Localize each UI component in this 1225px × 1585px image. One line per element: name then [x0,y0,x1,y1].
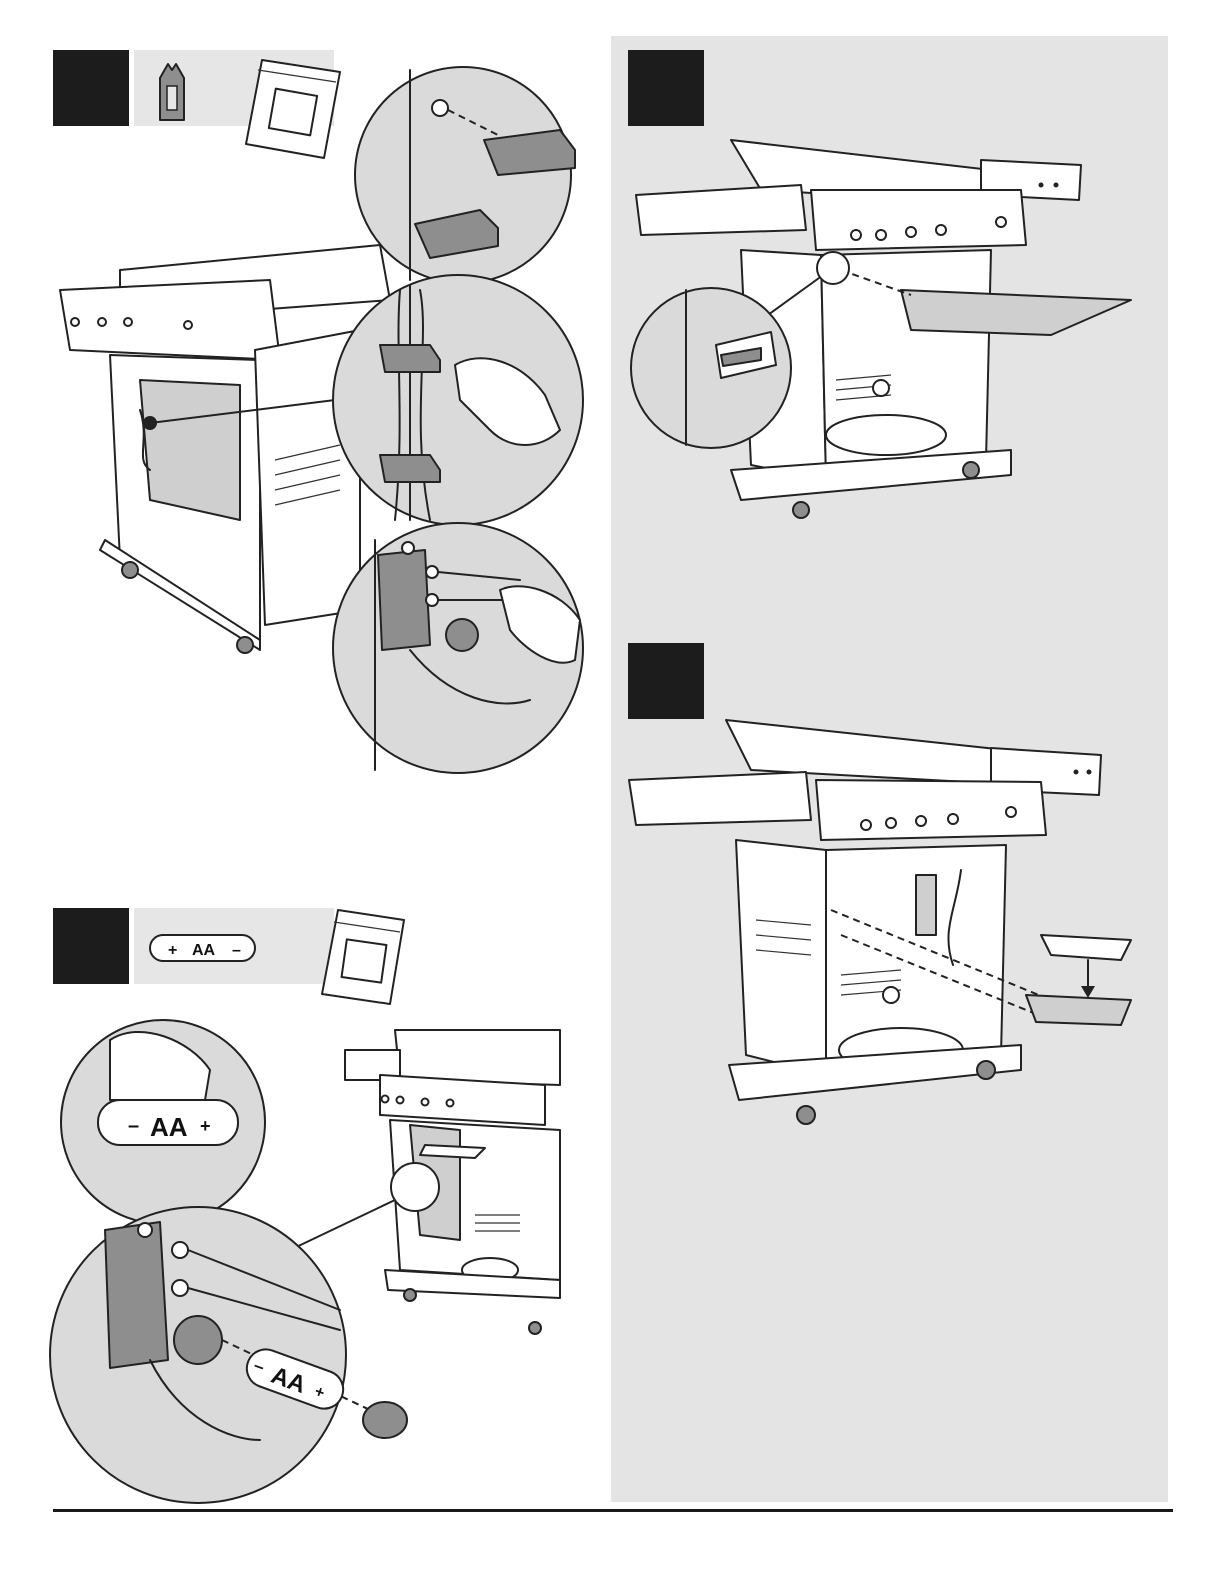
aa-battery-icon: + AA – [150,935,255,961]
step-box-middle-right [628,643,704,719]
grill-side-view [60,245,390,653]
step-box-top-right [628,50,704,126]
zoom-ignition-module [333,523,583,773]
grease-tray-installation-illustration [611,710,1168,1150]
battery-strip-plus: + [168,942,177,959]
battery-strip-minus: – [232,942,241,959]
battery-zoom-label: AA [150,1112,188,1142]
zoom-battery-in-hand: – AA + [61,1020,265,1224]
wire-clip-installation-illustration [0,0,600,900]
hardware-bag-icon-2 [322,910,404,1004]
battery-zoom-minus: – [128,1115,139,1137]
zoom-wire-routing [333,275,583,525]
page-bottom-rule [53,1509,1173,1512]
battery-installation-illustration: + AA – – AA + [0,900,600,1500]
battery-zoom-plus: + [200,1116,211,1136]
wire-clip-icon [160,64,184,120]
hardware-bag-icon [246,60,340,158]
side-shelf-installation-illustration [611,120,1168,540]
zoom-clip-mount [355,67,575,283]
zoom-ignition-battery-insert: – AA + [50,1207,407,1503]
battery-strip-label: AA [192,942,216,959]
